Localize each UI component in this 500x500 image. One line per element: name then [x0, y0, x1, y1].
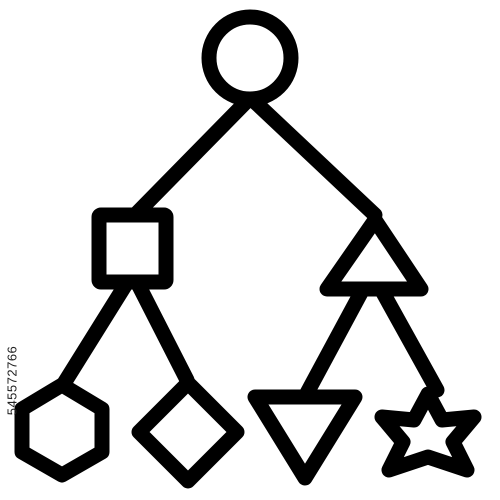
edge-root-to-triangle: [247, 94, 383, 223]
edge-root-to-square: [129, 94, 254, 221]
edge-triangle-to-triangle-down: [299, 281, 371, 401]
edge-square-to-hexagon: [55, 276, 134, 393]
stock-id-text: 545572766: [4, 345, 20, 415]
edge-square-to-diamond: [130, 276, 195, 388]
edge-triangle-to-star: [373, 281, 445, 398]
star-leaf-node: [374, 386, 482, 478]
square-node: [91, 207, 174, 290]
triangle-up-node: [319, 212, 429, 297]
root-circle-node: [201, 9, 299, 107]
diamond-leaf-node: [131, 375, 245, 489]
hexagon-leaf-node: [14, 377, 110, 483]
stock-id-watermark: 545572766: [0, 260, 24, 500]
triangle-down-leaf-node: [247, 389, 363, 486]
